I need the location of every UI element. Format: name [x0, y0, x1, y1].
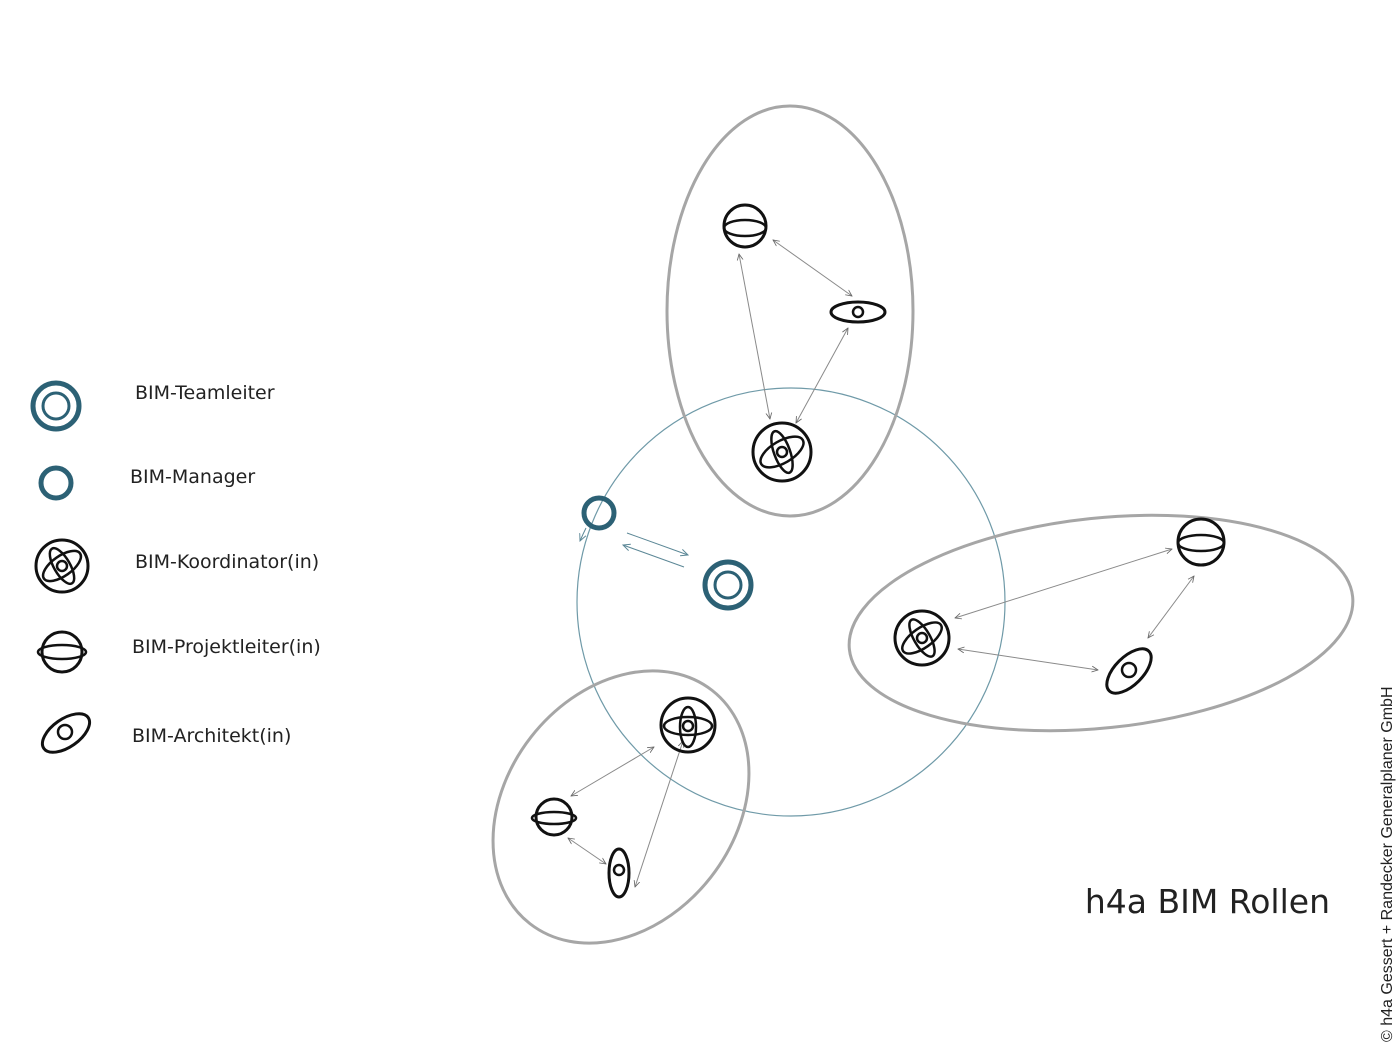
group-top-outline — [665, 104, 915, 518]
legend-teamleiter-icon — [30, 380, 82, 432]
connectors-center — [580, 527, 688, 568]
legend-architekt-icon — [40, 712, 92, 754]
connectors-bottom-group — [568, 741, 683, 887]
legend-projektleiter-icon — [36, 630, 88, 674]
node-teamleiter-icon — [702, 559, 754, 611]
legend-label-architekt: BIM-Architekt(in) — [132, 725, 292, 747]
copyright-notice: © h4a Gessert + Randecker Generalplaner … — [1379, 686, 1396, 1042]
group-right-outline — [847, 513, 1355, 733]
legend-koordinator-icon — [34, 538, 90, 594]
node-bottom-koordinator-icon — [659, 696, 717, 754]
legend-label-manager: BIM-Manager — [130, 466, 256, 488]
node-top-koordinator-icon — [751, 421, 813, 483]
node-right-architekt-icon — [1105, 647, 1153, 695]
legend-label-koordinator: BIM-Koordinator(in) — [135, 551, 320, 573]
node-manager-icon — [581, 495, 617, 531]
node-right-koordinator-icon — [893, 609, 951, 667]
diagram-title: h4a BIM Rollen — [1084, 882, 1330, 921]
group-bottom-outline — [491, 669, 751, 945]
node-top-architekt-icon — [829, 300, 887, 324]
legend-label-teamleiter: BIM-Teamleiter — [135, 382, 275, 404]
node-bottom-architekt-icon — [607, 847, 631, 899]
legend-manager-icon — [38, 465, 74, 501]
connectors-top-group — [739, 240, 852, 423]
node-top-projektleiter-icon — [722, 203, 768, 249]
node-right-projektleiter-icon — [1176, 517, 1226, 567]
legend-label-projektleiter: BIM-Projektleiter(in) — [132, 636, 321, 658]
connectors-right-group — [955, 549, 1194, 670]
node-bottom-projektleiter-icon — [530, 797, 578, 837]
